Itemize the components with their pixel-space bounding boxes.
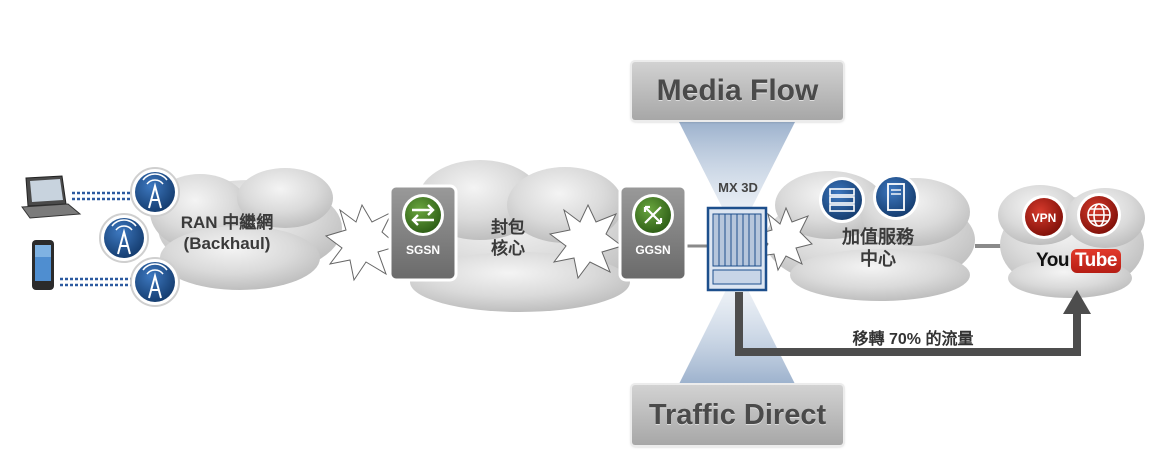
youtube-you-text: You: [1036, 250, 1069, 271]
access-links: [60, 191, 134, 287]
burst-core-ggsn: [548, 203, 624, 280]
internet-cloud: [998, 185, 1145, 298]
ran-cloud-label: RAN 中繼網 (Backhaul): [162, 212, 292, 254]
server-rack-icon: [819, 177, 865, 223]
youtube-logo: You Tube: [1036, 249, 1121, 273]
traffic-direct-banner: Traffic Direct: [632, 385, 843, 445]
globe-icon: [1077, 193, 1121, 237]
vas-cloud-label: 加值服務 中心: [830, 226, 926, 270]
cell-tower-icon: [130, 257, 180, 307]
media-flow-banner: Media Flow: [632, 62, 843, 120]
burst-mx-vas: [757, 206, 813, 272]
smartphone-icon: [32, 240, 54, 290]
traffic-redirect-arrow: [735, 290, 1091, 356]
vpn-label: VPN: [1031, 211, 1057, 225]
traffic-direct-label: Traffic Direct: [648, 398, 827, 431]
router-arrows-icon: [411, 204, 435, 226]
core-label-line2: 核心: [491, 239, 525, 258]
sgsn-node: [388, 184, 458, 282]
cell-tower-icon: [130, 167, 180, 217]
vpn-icon: [1022, 195, 1066, 239]
sgsn-label: SGSN: [405, 243, 440, 257]
cell-tower-icon: [99, 213, 149, 263]
burst-ran-core: [324, 203, 400, 282]
laptop-icon: [21, 175, 82, 219]
mx-3d-label: MX 3D: [718, 180, 758, 195]
core-label-line1: 封包: [491, 218, 525, 237]
mx-router-chassis: [706, 206, 768, 292]
crossed-arrows-icon: [643, 205, 663, 225]
vas-label-line2: 中心: [860, 249, 896, 269]
media-flow-label: Media Flow: [656, 74, 819, 107]
ran-label-line1: RAN 中繼網: [180, 213, 274, 232]
media-flow-beam: [678, 120, 796, 215]
ran-label-line2: (Backhaul): [183, 234, 271, 253]
server-tower-icon: [873, 174, 919, 220]
redirect-traffic-label: 移轉 70% 的流量: [852, 331, 974, 348]
ggsn-node: [618, 184, 688, 282]
ggsn-label: GGSN: [635, 243, 671, 257]
core-cloud-label: 封包 核心: [478, 217, 538, 259]
youtube-tube-text: Tube: [1070, 249, 1121, 273]
vas-label-line1: 加值服務: [842, 227, 914, 247]
ran-cloud: [150, 168, 342, 290]
